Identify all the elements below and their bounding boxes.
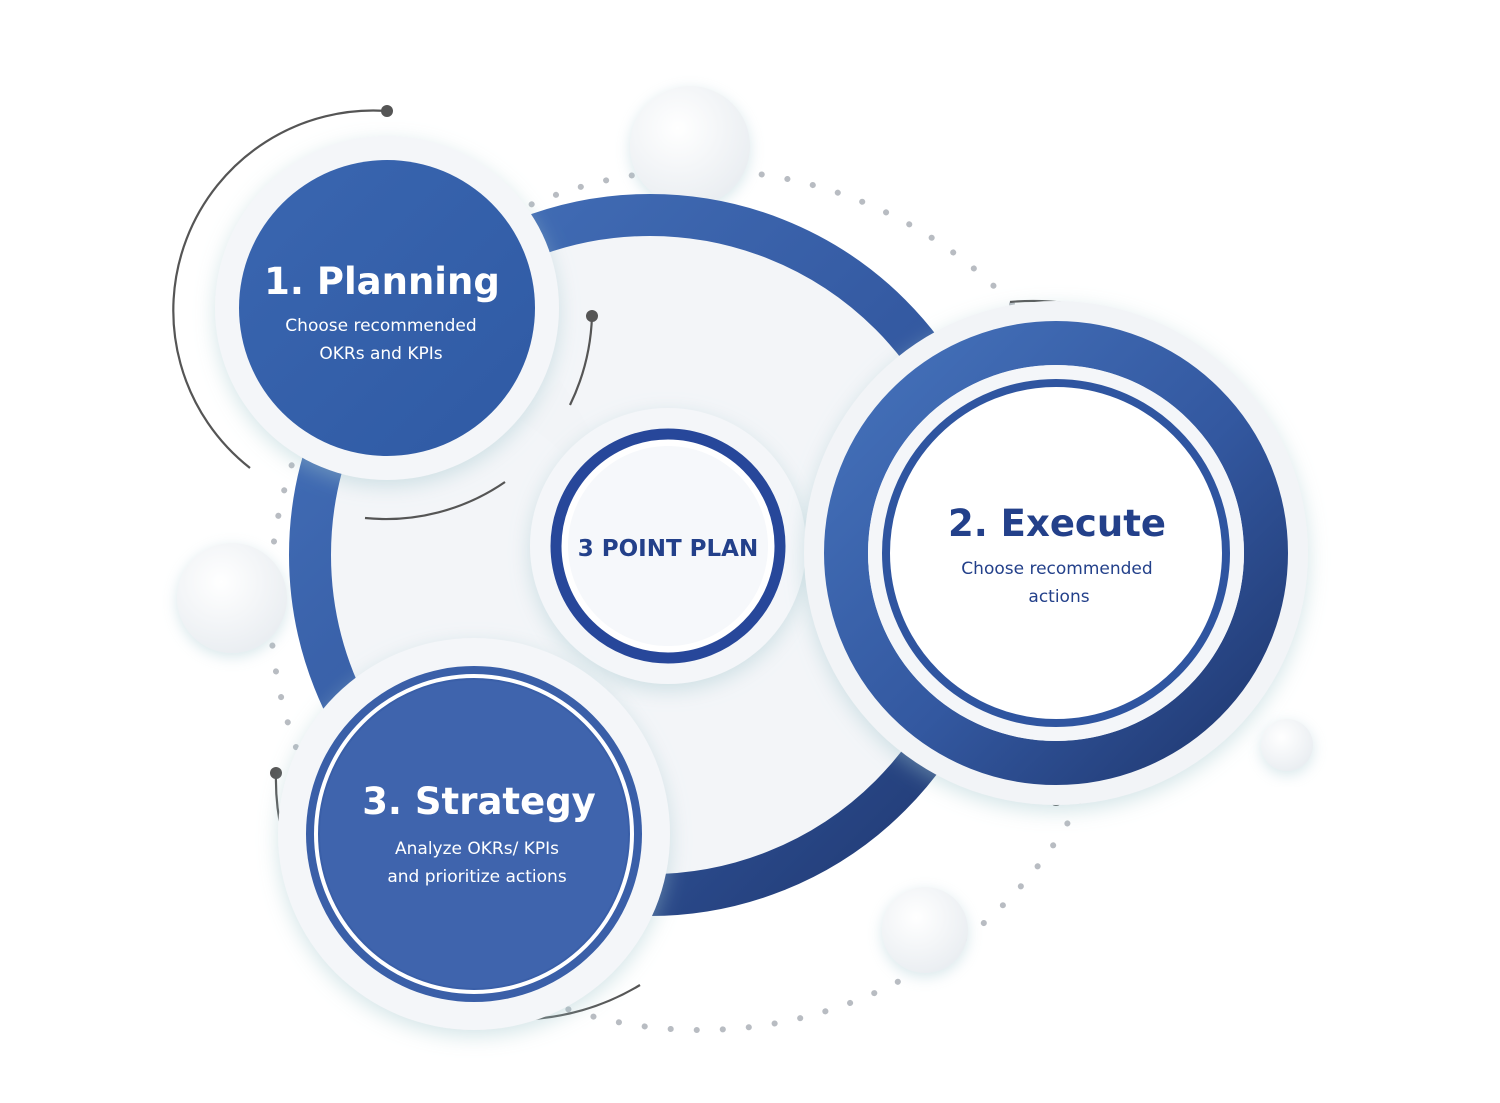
arc-planning-inner	[569, 315, 594, 406]
step-execute: 2. Execute Choose recommended actions	[804, 301, 1308, 805]
execute-description-line-2: actions	[1028, 587, 1089, 607]
execute-description-line-1: Choose recommended	[961, 559, 1152, 579]
decorative-bubble-top	[630, 86, 750, 206]
planning-title: 1. Planning	[264, 260, 500, 303]
planning-circle	[239, 160, 535, 456]
execute-inner-ring	[882, 379, 1230, 727]
arc-dot	[381, 105, 393, 117]
planning-description-line-1: Choose recommended	[285, 316, 476, 336]
step-strategy: 3. Strategy Analyze OKRs/ KPIs and prior…	[278, 638, 670, 1030]
decorative-bubble-bottom	[882, 887, 968, 973]
arc-dot	[586, 310, 598, 322]
decorative-bubble-left	[177, 543, 287, 653]
execute-outer-ring	[824, 321, 1288, 785]
planning-description-line-2: OKRs and KPIs	[319, 344, 442, 364]
arc-dot	[270, 767, 282, 779]
step-planning: 1. Planning Choose recommended OKRs and …	[215, 136, 559, 480]
center-label: 3 POINT PLAN	[578, 536, 759, 562]
strategy-description-line-1: Analyze OKRs/ KPIs	[395, 839, 559, 859]
arc-planning-outer	[172, 109, 388, 469]
strategy-description-line-2: and prioritize actions	[387, 867, 567, 887]
center-inner	[568, 446, 768, 646]
arc-planning-bottom	[364, 481, 506, 521]
strategy-white-ring	[314, 674, 634, 994]
strategy-circle	[320, 680, 628, 988]
decorative-bubble-right	[1261, 719, 1313, 771]
strategy-title: 3. Strategy	[362, 780, 596, 823]
execute-title: 2. Execute	[948, 502, 1166, 545]
center-hub: 3 POINT PLAN	[530, 408, 806, 684]
